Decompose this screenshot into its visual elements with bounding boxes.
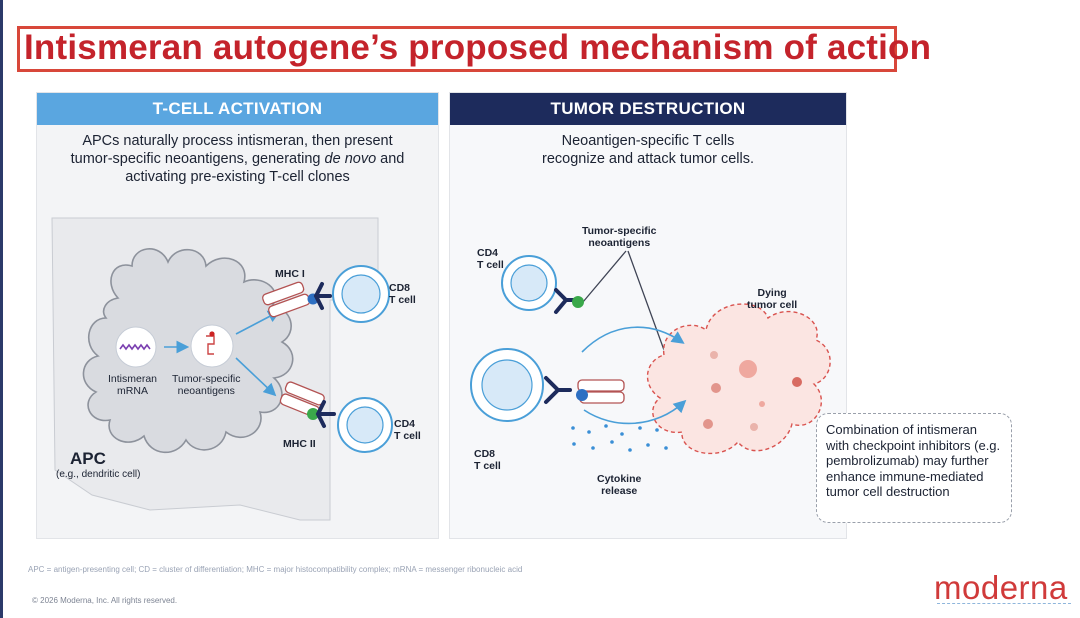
combination-callout: Combination of intismeran with checkpoin…	[816, 413, 1012, 523]
cd8-label-right: CD8 T cell	[474, 448, 501, 472]
intismeran-mrna-label: Intismeran mRNA	[108, 373, 158, 397]
logo-underline	[937, 603, 1071, 604]
moderna-logo: moderna	[934, 569, 1068, 606]
t-cell-activation-description: APCs naturally process intismeran, then …	[70, 133, 405, 185]
slide-edge	[0, 0, 3, 618]
apc-sublabel: (e.g., dendritic cell)	[56, 469, 141, 480]
slide-title: Intismeran autogene’s proposed mechanism…	[24, 28, 932, 67]
copyright-notice: © 2026 Moderna, Inc. All rights reserved…	[32, 596, 178, 605]
abbreviations-footnote: APC = antigen-presenting cell; CD = clus…	[28, 565, 523, 574]
tumor-specific-neoantigens-label-right: Tumor-specific neoantigens	[582, 225, 657, 249]
cd4-label-right: CD4 T cell	[477, 247, 504, 271]
dying-tumor-cell	[646, 303, 831, 455]
dying-tumor-cell-label: Dying tumor cell	[747, 287, 798, 311]
mhc2-label: MHC II	[283, 438, 316, 450]
neoantigen-circle	[190, 324, 234, 368]
title-frame	[17, 26, 897, 72]
cd4-label-left: CD4 T cell	[394, 418, 421, 442]
apc-label: APC	[70, 449, 106, 468]
tumor-destruction-header: TUMOR DESTRUCTION	[450, 93, 846, 125]
tumor-specific-neoantigens-label: Tumor-specific neoantigens	[172, 373, 241, 397]
mhc1-complex	[262, 281, 332, 318]
t-cell-activation-header: T-CELL ACTIVATION	[37, 93, 438, 125]
mrna-squiggle	[119, 343, 151, 351]
cd8-label-left: CD8 T cell	[389, 282, 416, 306]
cytokine-release-label: Cytokine release	[597, 473, 642, 497]
mhc1-label: MHC I	[275, 268, 305, 280]
tumor-destruction-description: Neoantigen-specific T cells recognize an…	[542, 133, 754, 167]
cytokine-dots	[571, 424, 668, 452]
mhc2-complex	[279, 381, 336, 428]
